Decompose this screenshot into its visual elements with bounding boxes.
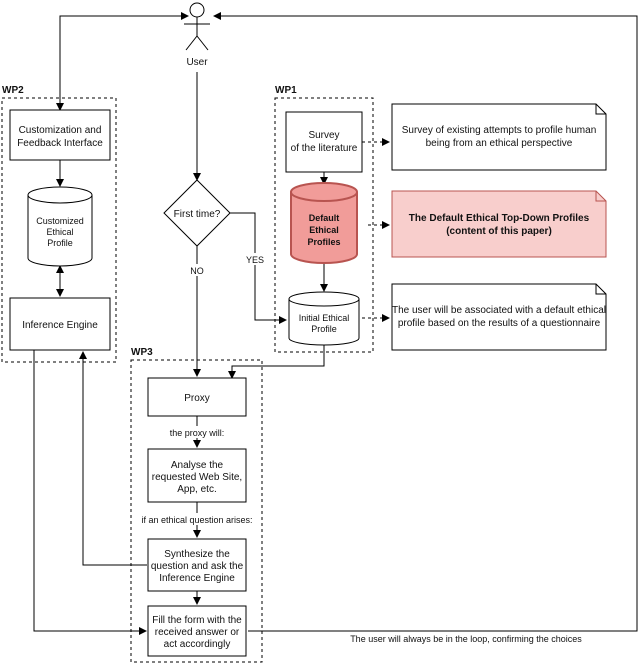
customization-label-line2: Feedback Interface [17,138,103,149]
default-profiles-note: The Default Ethical Top-Down Profiles (c… [391,190,607,258]
edge-inference-fill [33,350,147,635]
yes-label: YES [246,255,264,265]
customization-box [9,109,111,161]
stick-figure-icon [184,2,210,51]
decision-diamond [163,179,231,247]
survey-note-shape [391,103,607,171]
wp3-border [130,359,263,663]
initial-profile-note: The user will be associated with a defau… [391,283,607,351]
fill-form-box [147,605,247,657]
customized-profile-line3: Profile [47,238,73,248]
initial-profile-line2: Profile [311,324,337,334]
inference-engine-node[interactable]: Inference Engine [9,297,111,351]
synthesize-node[interactable]: Synthesize the question and ask the Infe… [147,538,247,592]
default-profiles-cylinder [290,192,358,264]
proxy-will-bg [162,426,232,438]
edge-initial-proxy [228,345,325,379]
edge-decision-initial [230,212,287,324]
inference-box [9,297,111,351]
initial-note-line1: The user will be associated with a defau… [392,305,606,316]
default-note-line2: (content of this paper) [446,226,552,237]
analyse-label-line3: App, etc. [177,484,216,495]
proxy-box [147,377,247,417]
customized-profile-cylinder-top [27,186,93,204]
customization-interface-node[interactable]: Customization and Feedback Interface [9,109,111,161]
user-actor[interactable]: User [184,2,210,68]
default-profiles-cylinder-top [290,182,358,202]
no-label-bg [186,264,208,276]
survey-note: Survey of existing attempts to profile h… [391,103,607,171]
default-note-shape [391,190,607,258]
analyse-label-line1: Analyse the [171,460,224,471]
cluster-wp3: WP3 [130,347,263,663]
decision-label: First time? [174,209,221,220]
edges [33,12,638,635]
customized-profile-db[interactable]: Customized Ethical Profile [27,186,93,267]
edge-synth-inference [79,351,147,566]
fill-form-node[interactable]: Fill the form with the received answer o… [147,605,247,657]
inference-label: Inference Engine [22,320,98,331]
question-arises-bg [140,513,254,525]
wp2-label: WP2 [2,85,24,96]
survey-note-line2: being from an ethical perspective [426,138,573,149]
edge-loop-user [213,12,638,632]
initial-note-line2: profile based on the results of a questi… [398,318,601,329]
survey-note-fold [595,104,606,115]
proxy-label: Proxy [184,393,210,404]
default-profiles-db[interactable]: Default Ethical Profiles [290,182,358,264]
initial-profile-cylinder-top [288,291,360,307]
no-label: NO [190,266,204,276]
survey-box [285,111,363,173]
initial-profile-db[interactable]: Initial Ethical Profile [288,291,360,346]
survey-note-line1: Survey of existing attempts to profile h… [402,125,597,136]
default-profiles-line3: Profiles [307,237,340,247]
survey-label-line1: Survey [308,130,339,141]
synthesize-box [147,538,247,592]
user-label: User [186,57,208,68]
edge-user-customization [56,12,189,111]
proxy-node[interactable]: Proxy [147,377,247,417]
question-arises-label: if an ethical question arises: [141,515,252,525]
initial-note-shape [391,283,607,351]
customized-profile-line1: Customized [36,216,84,226]
first-time-decision[interactable]: First time? [163,179,231,247]
customized-profile-cylinder [27,195,93,267]
analyse-box [147,448,247,503]
customization-label-line1: Customization and [19,125,102,136]
yes-label-bg [243,253,267,265]
loop-caption: The user will always be in the loop, con… [350,634,582,644]
synth-label-line1: Synthesize the [164,549,230,560]
synth-label-line2: question and ask the [151,561,244,572]
synth-label-line3: Inference Engine [159,573,235,584]
default-note-line1: The Default Ethical Top-Down Profiles [409,213,590,224]
fill-label-line2: received answer or [155,627,240,638]
wp1-label: WP1 [275,85,297,96]
initial-note-fold [595,284,606,295]
initial-profile-line1: Initial Ethical [299,313,350,323]
analyse-node[interactable]: Analyse the requested Web Site, App, etc… [147,448,247,503]
analyse-label-line2: requested Web Site, [152,472,242,483]
wp3-label: WP3 [131,347,153,358]
survey-label-line2: of the literature [291,143,358,154]
fill-label-line3: act accordingly [164,639,231,650]
customized-profile-line2: Ethical [46,227,73,237]
survey-literature-node[interactable]: Survey of the literature [285,111,363,173]
default-profiles-line1: Default [309,213,340,223]
default-profiles-line2: Ethical [309,225,339,235]
initial-profile-cylinder [288,299,360,346]
wp1-border [274,97,374,353]
proxy-will-label: the proxy will: [170,428,225,438]
default-note-fold [595,191,606,202]
cluster-wp1: WP1 [274,85,374,353]
fill-label-line1: Fill the form with the [152,615,242,626]
